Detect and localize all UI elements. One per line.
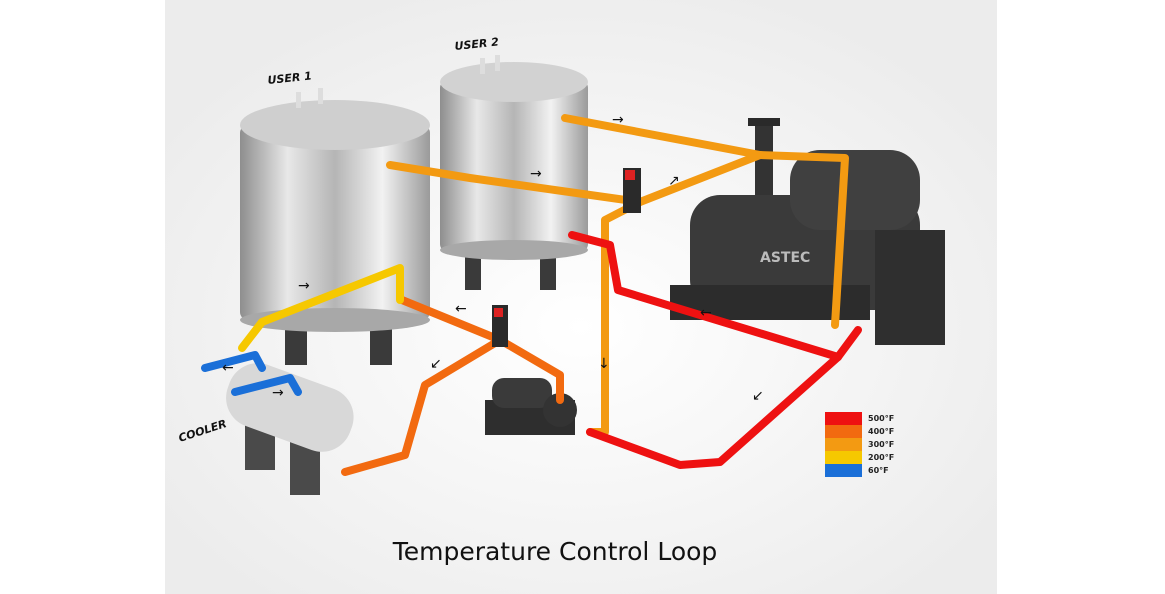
- legend-swatch-60f: [825, 464, 862, 477]
- legend-label-60f: 60°F: [868, 466, 889, 475]
- pipe-500f: [586, 353, 842, 469]
- pump: [485, 378, 577, 435]
- flow-arrow-icon: →: [272, 385, 284, 401]
- legend-label-300f: 300°F: [868, 440, 894, 449]
- pipe-300f: [386, 151, 764, 206]
- flow-arrow-icon: ↙: [430, 356, 442, 372]
- user1-label: USER 1: [267, 69, 312, 87]
- pipe-60f: [231, 374, 302, 396]
- valve-actuator: [625, 170, 635, 180]
- flow-arrow-icon: ←: [222, 360, 234, 376]
- valve-actuator: [494, 308, 503, 317]
- pipe-500f: [568, 231, 862, 361]
- pipe-400f: [398, 296, 564, 404]
- user2-label: USER 2: [454, 35, 500, 53]
- legend-swatch-500f: [825, 412, 862, 425]
- legend-label-400f: 400°F: [868, 427, 894, 436]
- flow-arrow-icon: ↗: [668, 173, 680, 189]
- legend-label-500f: 500°F: [868, 414, 894, 423]
- legend-swatch-200f: [825, 451, 862, 464]
- boiler-brand-label: ASTEC: [760, 250, 810, 266]
- flow-arrow-icon: →: [530, 166, 542, 182]
- flow-arrow-icon: ←: [700, 305, 712, 321]
- flow-arrow-icon: ↙: [752, 388, 764, 404]
- pipe-300f: [561, 114, 849, 329]
- legend-swatch-400f: [825, 425, 862, 438]
- diagram-title: Temperature Control Loop: [392, 537, 718, 566]
- legend-label-200f: 200°F: [868, 453, 894, 462]
- pipe-400f: [341, 336, 504, 476]
- flow-arrow-icon: ←: [455, 301, 467, 317]
- flow-arrow-icon: →: [612, 112, 624, 128]
- pipe-200f: [238, 264, 404, 352]
- pipe-60f: [201, 351, 266, 372]
- temperature-legend: 500°F 400°F 300°F 200°F 60°F: [825, 412, 894, 477]
- user2-tank: [440, 55, 588, 290]
- legend-swatch-300f: [825, 438, 862, 451]
- flow-arrow-icon: ↓: [598, 356, 610, 372]
- flow-arrow-icon: →: [298, 278, 310, 294]
